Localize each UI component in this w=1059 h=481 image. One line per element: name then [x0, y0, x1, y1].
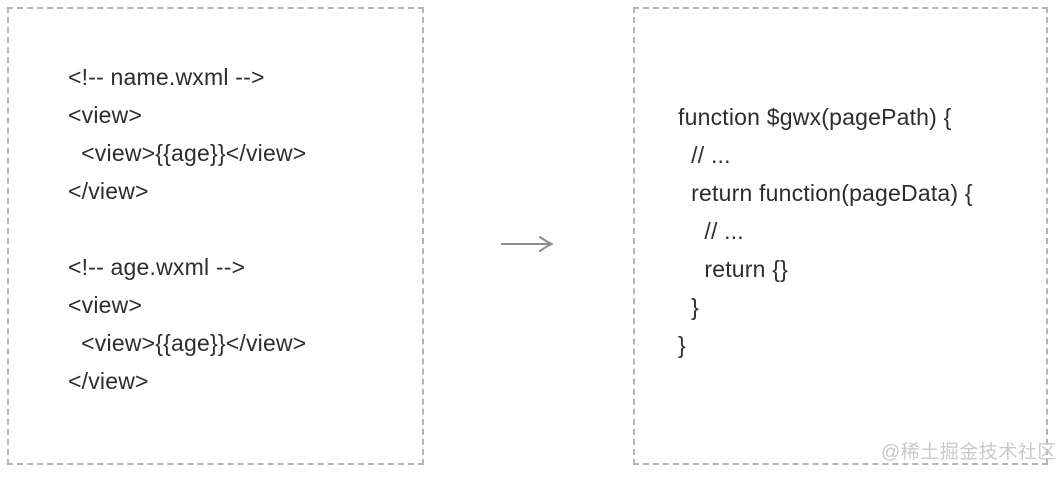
code-line: <view>{{age}}</view> [68, 330, 307, 356]
code-line: return function(pageData) { [678, 180, 973, 206]
code-line: <view> [68, 292, 143, 318]
code-line: } [678, 332, 686, 358]
code-line: <view>{{age}}</view> [68, 140, 307, 166]
code-snippet-age-wxml: <!-- age.wxml --> <view> <view>{{age}}</… [68, 248, 422, 400]
code-line: return {} [678, 256, 788, 282]
code-snippet-name-wxml: <!-- name.wxml --> <view> <view>{{age}}<… [68, 58, 422, 210]
gwx-code-block: function $gwx(pagePath) { // ... return … [635, 9, 1046, 364]
wxml-source-panel: <!-- name.wxml --> <view> <view>{{age}}<… [7, 7, 424, 465]
gwx-output-panel: function $gwx(pagePath) { // ... return … [633, 7, 1048, 465]
code-line: function $gwx(pagePath) { [678, 104, 952, 130]
code-line: <!-- name.wxml --> [68, 64, 265, 90]
code-line: } [678, 294, 700, 320]
code-line: <!-- age.wxml --> [68, 254, 246, 280]
code-line: // ... [678, 218, 744, 244]
code-line: // ... [678, 142, 731, 168]
right-arrow-icon [499, 234, 557, 254]
wxml-code-block: <!-- name.wxml --> <view> <view>{{age}}<… [9, 9, 422, 400]
watermark: @稀土掘金技术社区 [881, 442, 1057, 463]
code-line: </view> [68, 368, 149, 394]
code-line: </view> [68, 178, 149, 204]
code-line: <view> [68, 102, 143, 128]
